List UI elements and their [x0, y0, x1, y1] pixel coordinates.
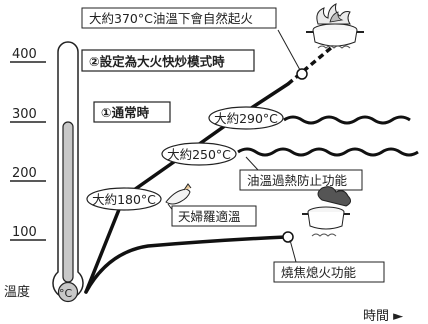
high-heat-text: ②設定為大火快炒模式時 [89, 54, 225, 69]
normal-mode-text: ①通常時 [101, 105, 150, 120]
tick-label-200: 200 [12, 166, 37, 181]
temp-180-label: 大約180°C [92, 192, 156, 207]
temp-180-ellipse [86, 187, 162, 211]
temp-250-label: 大約250°C [167, 147, 231, 162]
y-axis: 400 300 200 100 溫度 [4, 47, 46, 300]
burn-prevention-box [273, 261, 385, 283]
tick-label-400: 400 [12, 47, 37, 62]
y-axis-label: 溫度 [4, 284, 30, 300]
burn-prevention-curve [84, 235, 288, 294]
tempura-icon [165, 183, 192, 205]
temp-290-ellipse [208, 106, 284, 130]
tick-label-100: 100 [12, 225, 37, 240]
pot-smoke-icon [302, 186, 352, 237]
ignition-point [296, 68, 308, 80]
wavy-line-250 [237, 147, 419, 157]
ignition-leader [277, 29, 301, 71]
overheat-box [239, 169, 363, 191]
high-heat-box [81, 49, 255, 72]
wavy-line-290 [283, 115, 411, 125]
x-axis-label: 時間 ► [363, 309, 403, 324]
pot-fire-icon [306, 3, 364, 49]
ignition-box [81, 7, 277, 29]
thermometer-icon: °C [52, 41, 84, 303]
ignition-text: 大約370°C油溫下會自然起火 [89, 11, 253, 26]
burn-prevention-point [282, 231, 294, 243]
tick-label-300: 300 [12, 107, 37, 122]
overheat-text: 油溫過熱防止功能 [247, 173, 348, 188]
normal-mode-box [93, 101, 171, 123]
temp-250-ellipse [161, 142, 237, 166]
thermometer-unit: °C [59, 287, 73, 300]
burn-prevention-leader [289, 239, 297, 263]
tempura-text: 天婦羅適溫 [178, 209, 241, 224]
temp-290-label: 大約290°C [214, 111, 278, 126]
overheat-leader [245, 156, 259, 171]
tempura-box [171, 205, 257, 227]
burn-prevention-text: 燒焦熄火功能 [281, 265, 357, 280]
heating-line-dashed [286, 40, 340, 86]
